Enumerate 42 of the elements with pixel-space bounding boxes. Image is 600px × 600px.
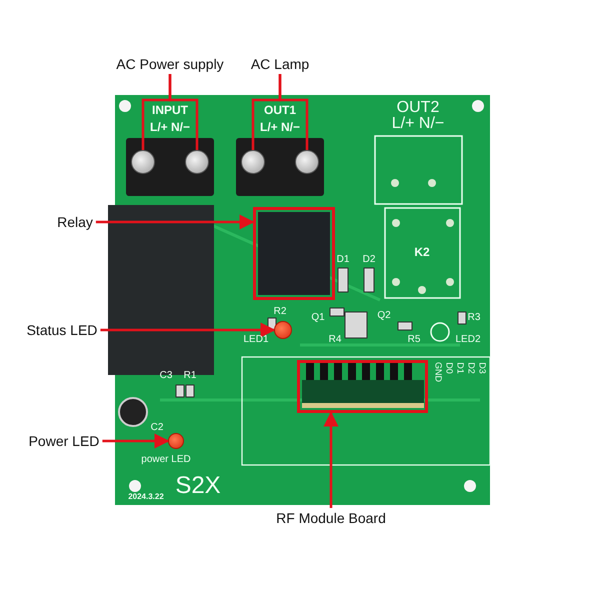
silkscreen-text: OUT1	[264, 104, 296, 116]
callout-label: Status LED	[26, 322, 98, 338]
silkscreen-text: R4	[328, 335, 342, 345]
silkscreen-text: Q2	[377, 311, 391, 321]
silkscreen-text: K2	[414, 246, 430, 258]
silkscreen-text: R1	[184, 371, 196, 381]
leader-line	[102, 434, 170, 448]
leader-line	[100, 322, 276, 338]
silkscreen-text: GND	[434, 362, 442, 382]
silkscreen-text: 2024.3.22	[128, 493, 164, 501]
silkscreen-text: D0	[444, 362, 454, 374]
highlight-frame	[253, 207, 335, 300]
silkscreen-text: L/+ N/−	[260, 121, 300, 133]
leader-line	[324, 412, 338, 508]
silkscreen-text: C2	[150, 423, 164, 433]
silkscreen-text: LED2	[456, 335, 480, 345]
silkscreen-text: S2X	[175, 474, 221, 498]
highlight-frame	[297, 360, 428, 413]
callout-label: AC Power supply	[116, 56, 224, 72]
silkscreen-text: D1	[456, 362, 464, 374]
silkscreen-text: INPUT	[152, 104, 188, 116]
silkscreen-text: L/+ N/−	[150, 121, 190, 133]
silkscreen-text: LED1	[244, 335, 268, 345]
silkscreen-text: power LED	[141, 455, 191, 465]
callout-label: Relay	[57, 214, 93, 230]
leader-line	[96, 214, 254, 230]
silkscreen-text: D2	[466, 362, 476, 374]
silkscreen-text: L/+ N/−	[392, 116, 444, 132]
silkscreen-text: R2	[274, 307, 286, 317]
silkscreen-text: R5	[408, 335, 420, 345]
leader-line	[278, 74, 308, 150]
callout-label: RF Module Board	[276, 510, 386, 526]
silkscreen-text: D1	[336, 255, 350, 265]
callout-label: AC Lamp	[250, 56, 310, 72]
silkscreen-text: C3	[160, 371, 172, 381]
leader-line	[168, 74, 198, 150]
silkscreen-text: D2	[362, 255, 376, 265]
silkscreen-text: OUT2	[396, 100, 440, 116]
silkscreen-text: D3	[478, 362, 486, 374]
callout-label: Power LED	[28, 433, 100, 449]
silkscreen-text: Q1	[311, 313, 325, 323]
silkscreen-text: R3	[468, 313, 480, 323]
